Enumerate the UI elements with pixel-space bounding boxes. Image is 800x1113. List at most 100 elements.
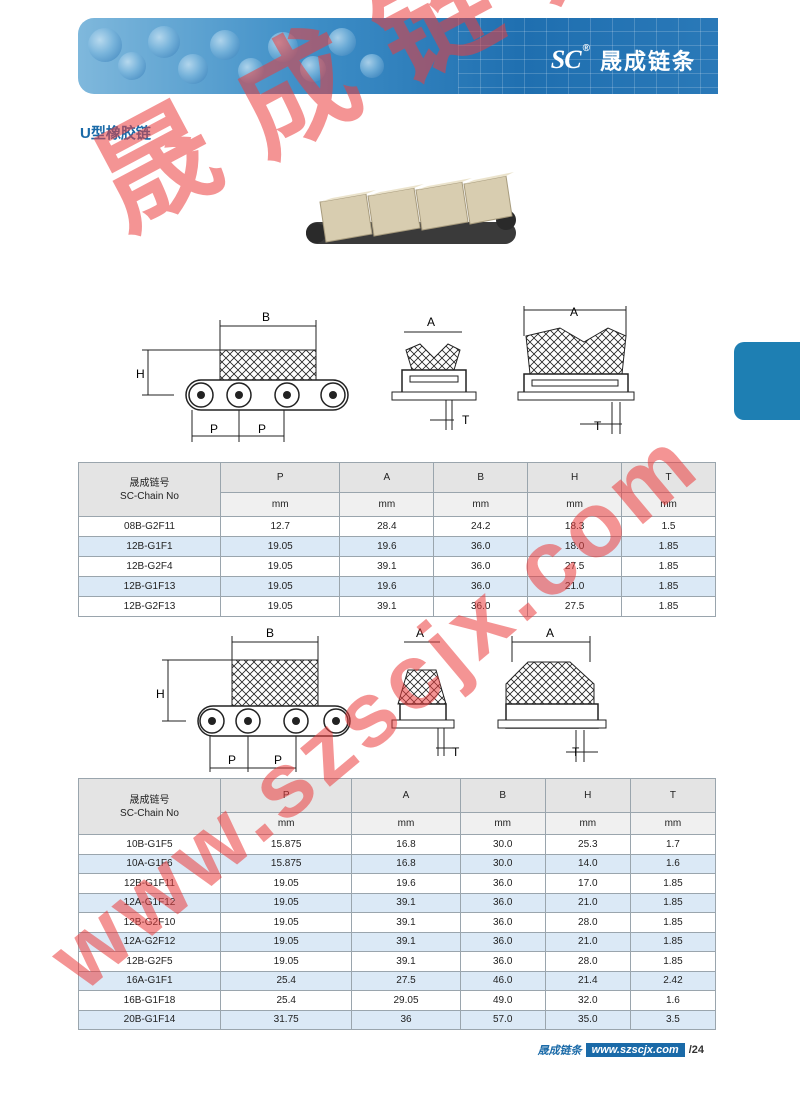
table-cell: 3.5	[629, 1009, 717, 1030]
table-cell: 36.0	[459, 892, 546, 913]
label-b-2: B	[266, 626, 274, 640]
table-row: 08B-G2F11 12.7 28.4 24.2 18.3 1.5	[78, 516, 716, 537]
table-cell: 35.0	[544, 1009, 631, 1030]
table-cell: 39.1	[351, 951, 461, 972]
table-cell: 16.8	[351, 853, 461, 874]
table1-unit: mm	[219, 492, 341, 517]
table-cell: 21.0	[544, 931, 631, 952]
table-row: 10A-G1F6 15.875 16.8 30.0 14.0 1.6	[78, 853, 717, 874]
table-cell: 16B-G1F18	[78, 990, 221, 1011]
label-t-1a: T	[462, 413, 470, 427]
table1-unit: mm	[339, 492, 435, 517]
table-cell: 36.0	[459, 912, 546, 933]
table2-unit: mm	[544, 812, 631, 835]
page-number: /24	[688, 1044, 704, 1056]
table1-col-h: H	[527, 462, 623, 493]
label-h-1: H	[136, 367, 145, 381]
table-cell: 30.0	[459, 853, 546, 874]
end-view-1a	[391, 331, 477, 430]
table-cell: 19.05	[219, 536, 341, 557]
end-view-2b	[497, 636, 607, 762]
label-a-1b: A	[570, 306, 578, 319]
banner-grid	[458, 18, 718, 94]
label-p-1b: P	[258, 422, 266, 436]
table-row: 12B-G1F1 19.05 19.6 36.0 18.0 1.85	[78, 536, 716, 557]
table-row: 10B-G1F5 15.875 16.8 30.0 25.3 1.7	[78, 834, 717, 855]
table-cell: 39.1	[339, 556, 435, 577]
table-row: 12B-G2F4 19.05 39.1 36.0 27.5 1.85	[78, 556, 716, 577]
table-cell: 57.0	[459, 1009, 546, 1030]
table-cell: 24.2	[433, 516, 529, 537]
table2-unit: mm	[629, 812, 717, 835]
label-t-2b: T	[572, 745, 580, 759]
label-p-1a: P	[210, 422, 218, 436]
table-cell: 08B-G2F11	[78, 516, 221, 537]
table-cell: 36.0	[459, 873, 546, 894]
end-view-2a	[391, 641, 456, 756]
table-cell: 12B-G2F4	[78, 556, 221, 577]
table2-col-b: B	[459, 778, 546, 813]
table-cell: 12A-G1F12	[78, 892, 221, 913]
table-row: 12B-G2F5 19.05 39.1 36.0 28.0 1.85	[78, 951, 717, 972]
table-cell: 1.85	[629, 951, 717, 972]
table-cell: 46.0	[459, 970, 546, 991]
table-cell: 19.05	[219, 596, 341, 617]
product-photo	[306, 172, 516, 244]
table2-col-a: A	[351, 778, 461, 813]
table-cell: 36.0	[433, 536, 529, 557]
table-cell: 19.05	[219, 576, 341, 597]
table-cell: 1.85	[621, 536, 716, 557]
table-cell: 28.0	[544, 951, 631, 972]
table-cell: 1.5	[621, 516, 716, 537]
table-cell: 20B-G1F14	[78, 1009, 221, 1030]
table-row: 16A-G1F1 25.4 27.5 46.0 21.4 2.42	[78, 970, 717, 991]
footer-url: www.szscjx.com	[585, 1043, 685, 1057]
table-cell: 1.6	[629, 990, 717, 1011]
table-cell: 19.05	[219, 873, 353, 894]
table-row: 16B-G1F18 25.4 29.05 49.0 32.0 1.6	[78, 990, 717, 1011]
table-cell: 12B-G1F13	[78, 576, 221, 597]
table-cell: 12B-G2F5	[78, 951, 221, 972]
table-cell: 16.8	[351, 834, 461, 855]
table1-col-b: B	[433, 462, 529, 493]
table-cell: 1.85	[629, 912, 717, 933]
table-cell: 12B-G1F1	[78, 536, 221, 557]
table-cell: 17.0	[544, 873, 631, 894]
table-cell: 19.05	[219, 951, 353, 972]
table-cell: 39.1	[351, 931, 461, 952]
table-row: 12B-G2F10 19.05 39.1 36.0 28.0 1.85	[78, 912, 717, 933]
table-cell: 12B-G2F13	[78, 596, 221, 617]
label-p-2a: P	[228, 753, 236, 767]
table-row: 20B-G1F14 31.75 36 57.0 35.0 3.5	[78, 1009, 717, 1030]
brand-logo: SC ® 晟成链条	[551, 42, 696, 76]
table-row: 12B-G1F13 19.05 19.6 36.0 21.0 1.85	[78, 576, 716, 597]
table1-col-a: A	[339, 462, 435, 493]
spec-table-2: 晟成链号 SC-Chain No P A B H T mm mm mm mm m…	[78, 778, 717, 1030]
table-cell: 21.0	[527, 576, 623, 597]
table-row: 12A-G2F12 19.05 39.1 36.0 21.0 1.85	[78, 931, 717, 952]
table-cell: 39.1	[351, 912, 461, 933]
table-cell: 1.85	[621, 576, 716, 597]
table-cell: 16A-G1F1	[78, 970, 221, 991]
side-tab	[734, 342, 800, 420]
table1-col-p: P	[219, 462, 341, 493]
table-cell: 1.7	[629, 834, 717, 855]
table2-unit: mm	[459, 812, 546, 835]
table-cell: 1.85	[621, 556, 716, 577]
table-cell: 19.05	[219, 556, 341, 577]
table1-name-cn: 晟成链号	[129, 477, 170, 489]
table-cell: 19.6	[351, 873, 461, 894]
side-view-1	[142, 320, 349, 442]
table1-col-t: T	[621, 462, 716, 493]
table-cell: 12B-G1F11	[78, 873, 221, 894]
side-view-2	[162, 636, 351, 772]
table-cell: 25.4	[219, 990, 353, 1011]
end-view-1b	[517, 306, 635, 434]
logo-registered: ®	[582, 42, 590, 54]
label-a-2a: A	[416, 626, 424, 640]
table-cell: 32.0	[544, 990, 631, 1011]
table-cell: 31.75	[219, 1009, 353, 1030]
label-a-1a: A	[427, 315, 435, 329]
table-cell: 25.3	[544, 834, 631, 855]
table2-name-en: SC-Chain No	[120, 807, 179, 819]
